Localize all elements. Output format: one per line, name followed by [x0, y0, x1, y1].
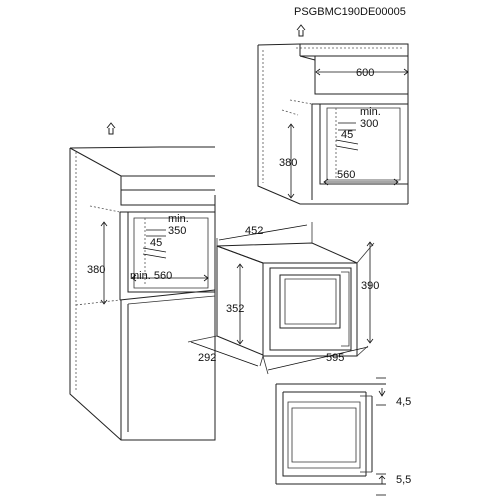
wall-cabinet: 600 min. 300 45 380 560	[257, 24, 409, 205]
up-arrow-icon	[106, 122, 116, 135]
dim-min-560: min. 560	[130, 270, 172, 282]
dim-350: 350	[168, 225, 186, 237]
dim-595: 595	[326, 352, 344, 364]
dim-5-5: 5,5	[396, 474, 411, 486]
dim-45-top: 45	[341, 129, 353, 141]
dim-4-5: 4,5	[396, 396, 411, 408]
dim-452: 452	[245, 225, 263, 237]
dim-390: 390	[361, 280, 379, 292]
dim-560-top: 560	[337, 169, 355, 181]
dim-380-top: 380	[279, 157, 297, 169]
tall-cabinet: min. 350 45 380 min. 560	[69, 122, 216, 441]
up-arrow-icon	[296, 24, 306, 37]
diagram-code: PSGBMC190DE00005	[294, 6, 406, 18]
mounting-detail: 4,5 5,5	[275, 377, 411, 496]
dim-45-tall: 45	[150, 237, 162, 249]
appliance: 452 390 352 292 595	[187, 222, 379, 375]
dim-300: 300	[360, 118, 378, 130]
dim-600: 600	[356, 67, 374, 79]
dim-380-tall: 380	[87, 264, 105, 276]
dim-292: 292	[198, 352, 216, 364]
dim-min-label-top: min.	[360, 106, 381, 118]
dim-352: 352	[226, 303, 244, 315]
dim-min-label-tall: min.	[168, 213, 189, 225]
